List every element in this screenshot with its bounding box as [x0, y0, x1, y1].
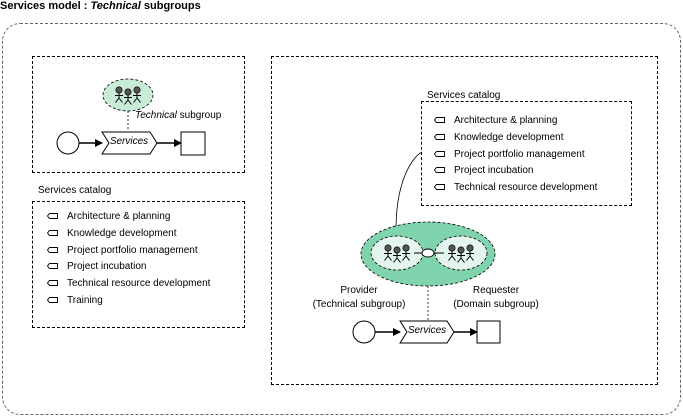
catalog-item: Project portfolio management [45, 243, 210, 260]
catalog-item: Project incubation [432, 163, 597, 180]
catalog-item-label: Knowledge development [454, 131, 564, 143]
service-tag-icon [434, 117, 445, 123]
service-tag-icon [47, 246, 58, 253]
left-end-square [180, 131, 206, 156]
catalog-item: Project portfolio management [432, 147, 597, 164]
left-subgroup-label-emphasis: Technical [135, 110, 177, 121]
catalog-item: Technical resource development [45, 276, 210, 293]
right-catalog-title: Services catalog [427, 90, 501, 101]
catalog-item-label: Training [67, 294, 103, 306]
catalog-item: Knowledge development [45, 226, 210, 243]
right-catalog-frame [421, 101, 632, 206]
catalog-item-label: Knowledge development [67, 227, 177, 239]
catalog-item: Architecture & planning [432, 113, 597, 130]
left-process-shape [101, 131, 158, 155]
left-subgroup-label: Technical subgroup [135, 110, 221, 121]
right-end-square [476, 320, 501, 344]
right-start-event-icon [352, 320, 376, 344]
catalog-item-label: Project portfolio management [454, 148, 585, 160]
catalog-item-label: Project incubation [454, 165, 534, 177]
left-process-label: Services [109, 136, 149, 147]
left-process-frame [32, 56, 245, 173]
provider-label-line2: (Technical subgroup) [312, 299, 406, 310]
service-tag-icon [47, 280, 58, 287]
requester-label: Requester (Domain subgroup) [440, 284, 552, 312]
service-tag-icon [434, 184, 445, 191]
left-catalog-list: Architecture & planning Knowledge develo… [45, 209, 210, 310]
catalog-item-label: Project portfolio management [67, 244, 198, 256]
left-subgroup-actor [102, 78, 154, 112]
service-tag-icon [434, 167, 445, 174]
exchange-link [414, 248, 444, 258]
left-start-event-icon [56, 131, 80, 155]
left-catalog-title: Services catalog [38, 185, 112, 196]
catalog-item-label: Technical resource development [67, 278, 211, 290]
service-tag-icon [434, 150, 445, 157]
service-tag-icon [47, 229, 58, 236]
provider-label-line1: Provider [340, 285, 378, 296]
left-subgroup-label-suffix: subgroup [176, 110, 222, 121]
catalog-item: Project incubation [45, 259, 210, 276]
catalog-item: Technical resource development [432, 180, 597, 197]
right-process-label: Services [407, 325, 447, 336]
requester-label-line2: (Domain subgroup) [453, 299, 539, 310]
service-tag-icon [434, 133, 445, 140]
catalog-item-label: Project incubation [67, 261, 147, 273]
page-title: Services model : Technical subgroups [0, 0, 683, 12]
service-tag-icon [47, 297, 58, 303]
left-catalog-frame [32, 201, 245, 328]
title-emphasis: Technical [90, 0, 141, 12]
catalog-item: Knowledge development [432, 130, 597, 147]
requester-label-line1: Requester [472, 285, 520, 296]
catalog-item-label: Technical resource development [454, 182, 598, 194]
title-prefix: Services model : [0, 0, 91, 12]
provider-label: Provider (Technical subgroup) [303, 284, 415, 312]
title-suffix: subgroups [140, 0, 201, 12]
catalog-item-label: Architecture & planning [454, 115, 558, 126]
outer-container [2, 23, 681, 415]
right-catalog-list: Architecture & planning Knowledge develo… [432, 113, 597, 197]
right-panel-frame [271, 56, 658, 385]
service-tag-icon [47, 263, 58, 270]
right-process-shape [399, 320, 455, 344]
catalog-item: Training [45, 293, 210, 310]
catalog-item-label: Architecture & planning [67, 211, 171, 222]
service-tag-icon [47, 213, 58, 219]
catalog-item: Architecture & planning [45, 209, 210, 226]
